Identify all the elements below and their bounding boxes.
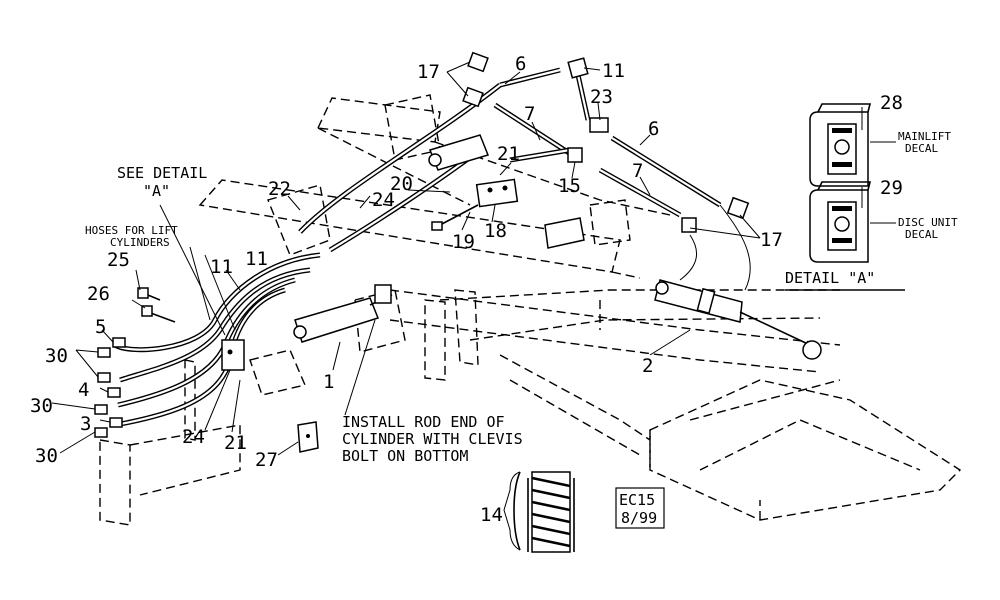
install-note-line1: INSTALL ROD END OF — [342, 413, 505, 431]
callout-5: 5 — [95, 316, 106, 338]
see-detail-label: SEE DETAIL — [117, 164, 207, 182]
callout-6-right: 6 — [648, 118, 659, 140]
disc-decal-line2: DECAL — [905, 228, 938, 241]
callout-15: 15 — [558, 175, 581, 197]
callout-7-top: 7 — [524, 103, 535, 125]
frame-outline — [99, 94, 962, 526]
revision-stamp: EC15 8/99 — [615, 487, 665, 529]
callout-17-top: 17 — [417, 61, 440, 83]
stamp-date: 8/99 — [621, 509, 657, 527]
see-detail-ref: "A" — [143, 182, 170, 200]
install-note-line3: BOLT ON BOTTOM — [342, 447, 468, 465]
callout-14: 14 — [480, 504, 503, 526]
callout-11-top: 11 — [602, 60, 625, 82]
mainlift-decal-line2: DECAL — [905, 142, 938, 155]
hoses-label-line2: CYLINDERS — [110, 236, 170, 249]
callout-30-b: 30 — [30, 395, 53, 417]
callout-21-bottom: 21 — [224, 432, 247, 454]
callout-1: 1 — [323, 371, 334, 393]
callout-19: 19 — [452, 231, 475, 253]
text-labels: SEE DETAIL "A" HOSES FOR LIFT CYLINDERS … — [85, 130, 958, 465]
callout-24-bottom: 24 — [182, 426, 205, 448]
callout-numbers: 17 6 11 23 7 6 7 17 21 15 20 24 18 19 22… — [30, 53, 903, 526]
detail-a-title: DETAIL "A" — [785, 269, 875, 287]
callout-7-right: 7 — [632, 160, 643, 182]
callout-29: 29 — [880, 177, 903, 199]
callout-4: 4 — [78, 379, 89, 401]
stamp-code: EC15 — [619, 491, 655, 509]
callout-18: 18 — [484, 220, 507, 242]
callout-30-a: 30 — [45, 345, 68, 367]
callout-22: 22 — [268, 178, 291, 200]
install-note-line2: CYLINDER WITH CLEVIS — [342, 430, 523, 448]
decal-mainlift — [809, 103, 872, 187]
cylinder-2 — [654, 279, 822, 360]
rear-cylinder — [428, 134, 585, 249]
callout-6-top: 6 — [515, 53, 526, 75]
callout-3: 3 — [80, 413, 91, 435]
callout-23: 23 — [590, 86, 613, 108]
fittings — [94, 51, 750, 438]
leader-lines — [51, 61, 896, 456]
hoses-label-line1: HOSES FOR LIFT — [85, 224, 178, 237]
part-14-spring — [503, 471, 575, 553]
callout-17-right: 17 — [760, 229, 783, 251]
disc-decal-line1: DISC UNIT — [898, 216, 958, 229]
callout-30-c: 30 — [35, 445, 58, 467]
callout-2: 2 — [642, 355, 653, 377]
callout-28: 28 — [880, 92, 903, 114]
cylinder-1 — [293, 284, 393, 343]
callout-24-top: 24 — [372, 189, 395, 211]
callout-21-top: 21 — [497, 143, 520, 165]
callout-11-mid: 11 — [245, 248, 268, 270]
callout-20: 20 — [390, 173, 413, 195]
callout-26: 26 — [87, 283, 110, 305]
callout-25: 25 — [107, 249, 130, 271]
decal-disc-unit — [809, 181, 872, 263]
part-27-clip — [297, 421, 319, 453]
mainlift-decal-line1: MAINLIFT — [898, 130, 951, 143]
callout-11-left: 11 — [210, 256, 233, 278]
callout-27: 27 — [255, 449, 278, 471]
